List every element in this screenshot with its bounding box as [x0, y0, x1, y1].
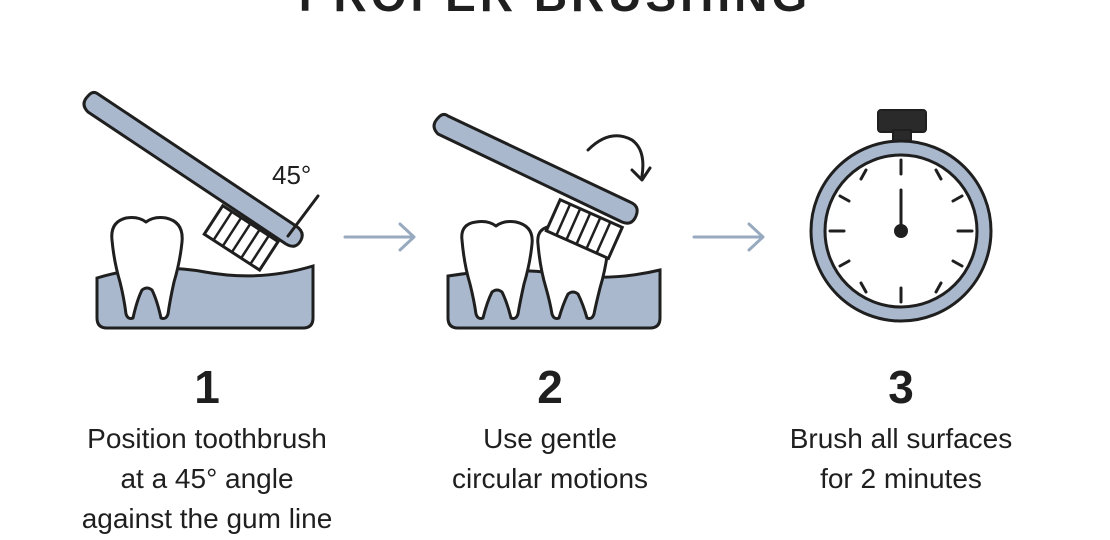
step-description-line: Brush all surfaces — [789, 423, 1013, 454]
next-arrow-icon — [343, 222, 416, 252]
step-description: Position toothbrush at a 45° angle again… — [27, 419, 387, 539]
step-number: 3 — [888, 361, 914, 413]
illustration-canvas: 45° — [82, 90, 993, 330]
step-description: Use gentle circular motions — [370, 419, 730, 499]
tooth-icon — [460, 220, 534, 320]
next-arrow-icon — [692, 222, 765, 252]
toothbrush-handle — [432, 112, 639, 225]
angle-indicator-line — [286, 194, 320, 238]
stopwatch-icon — [809, 109, 993, 323]
step-description-line: at a 45° angle — [120, 463, 294, 494]
step-description-line: for 2 minutes — [820, 463, 982, 494]
toothbrush-handle — [82, 90, 304, 248]
tooth-icon — [110, 216, 184, 320]
step-description: Brush all surfaces for 2 minutes — [721, 419, 1081, 499]
step-1-illustration: 45° — [82, 90, 320, 330]
toothbrush-bristles — [544, 197, 625, 261]
step-description-line: Position toothbrush — [87, 423, 327, 454]
angle-label: 45° — [272, 160, 311, 190]
toothbrush-bristles — [202, 203, 281, 273]
step-number: 2 — [537, 361, 563, 413]
page-title: PROPER BRUSHING — [0, 0, 1110, 20]
step-number: 1 — [194, 361, 220, 413]
step-2-illustration — [432, 112, 662, 330]
circular-motion-arrow-icon — [586, 134, 652, 182]
step-description-line: circular motions — [451, 463, 649, 494]
step-description-line: against the gum line — [81, 503, 333, 534]
step-description-line: Use gentle — [483, 423, 617, 454]
